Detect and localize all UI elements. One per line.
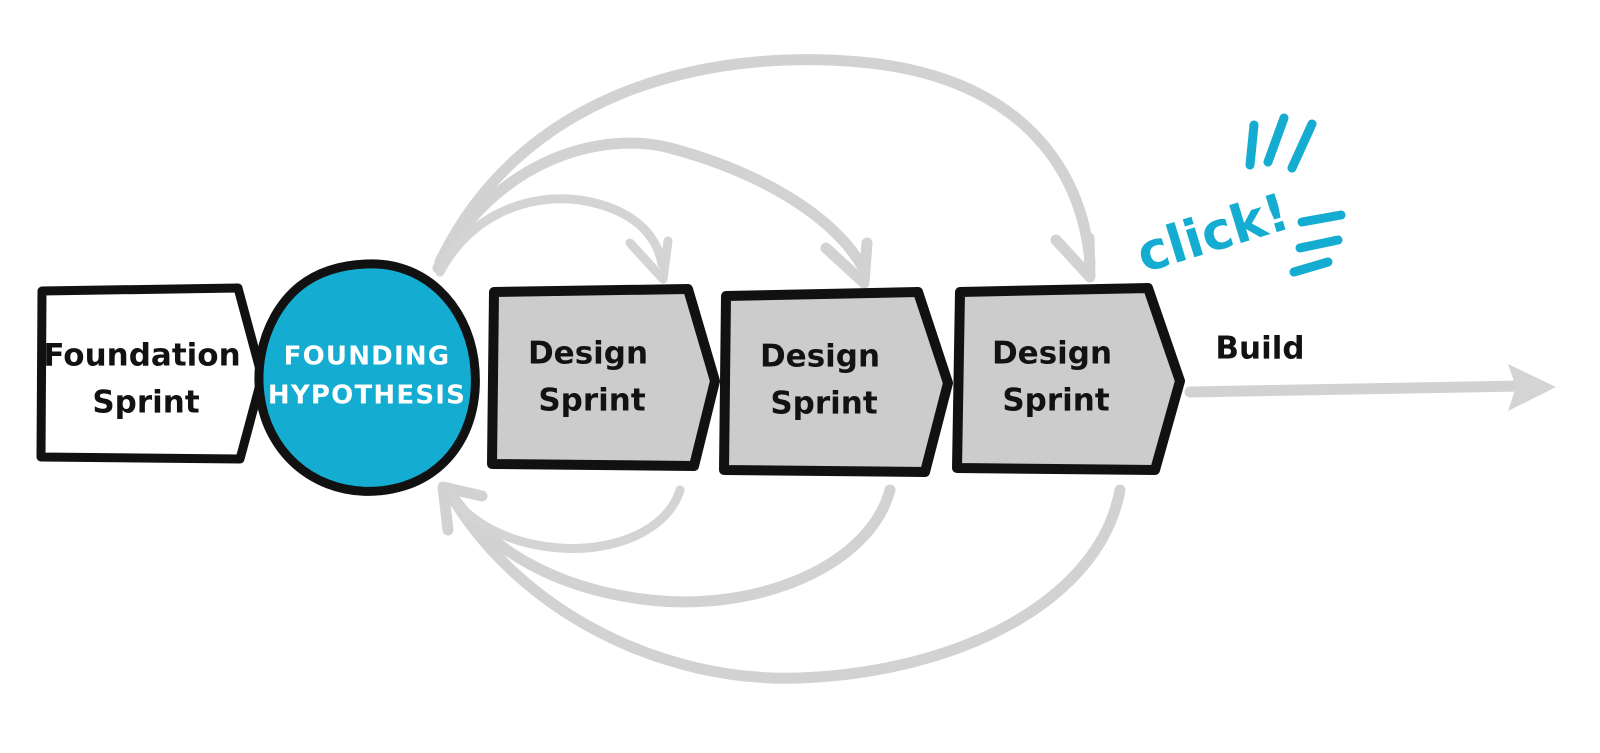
forward-arcs-group: [432, 54, 1096, 289]
node-design-sprint-3[interactable]: Design Sprint: [952, 283, 1185, 475]
design-sprint-2-label-line2: Sprint: [770, 386, 878, 422]
node-design-sprint-1[interactable]: Design Sprint: [487, 284, 720, 471]
return-arcs-group: [437, 481, 1126, 684]
design-sprint-3-label-line2: Sprint: [1002, 383, 1110, 419]
build-label: Build: [1215, 331, 1304, 367]
design-sprint-3-shape: [952, 283, 1185, 475]
design-sprint-2-shape: [719, 287, 953, 477]
build-arrow-head: [1508, 364, 1556, 411]
forward-arc-3: [434, 54, 1096, 283]
design-sprint-1-label-line1: Design: [528, 336, 648, 372]
founding-hypothesis-label-line1: FOUNDING: [284, 342, 451, 372]
forward-arc-1: [435, 194, 673, 284]
design-sprint-1-label-line2: Sprint: [538, 383, 646, 419]
click-burst-top: [1245, 113, 1317, 173]
node-design-sprint-2[interactable]: Design Sprint: [719, 287, 953, 477]
foundation-sprint-shape: [36, 283, 267, 464]
foundation-sprint-label-line1: Foundation: [43, 338, 240, 374]
click-label: click!: [1130, 182, 1296, 285]
foundation-sprint-label-line2: Sprint: [92, 385, 200, 421]
click-annotation-group: click!: [1130, 113, 1346, 285]
build-arrow-line: [1184, 380, 1528, 398]
design-sprint-3-label-line1: Design: [992, 336, 1112, 372]
forward-arc-2: [432, 137, 873, 289]
click-burst-right: [1289, 210, 1346, 277]
design-sprint-2-label-line1: Design: [760, 339, 880, 375]
node-foundation-sprint[interactable]: Foundation Sprint: [36, 283, 267, 464]
design-sprint-1-shape: [487, 284, 720, 471]
build-arrow-group: Build: [1184, 331, 1556, 411]
founding-hypothesis-label-line2: HYPOTHESIS: [268, 381, 466, 411]
node-founding-hypothesis[interactable]: FOUNDING HYPOTHESIS: [254, 259, 480, 496]
founding-hypothesis-shape: [254, 259, 480, 496]
